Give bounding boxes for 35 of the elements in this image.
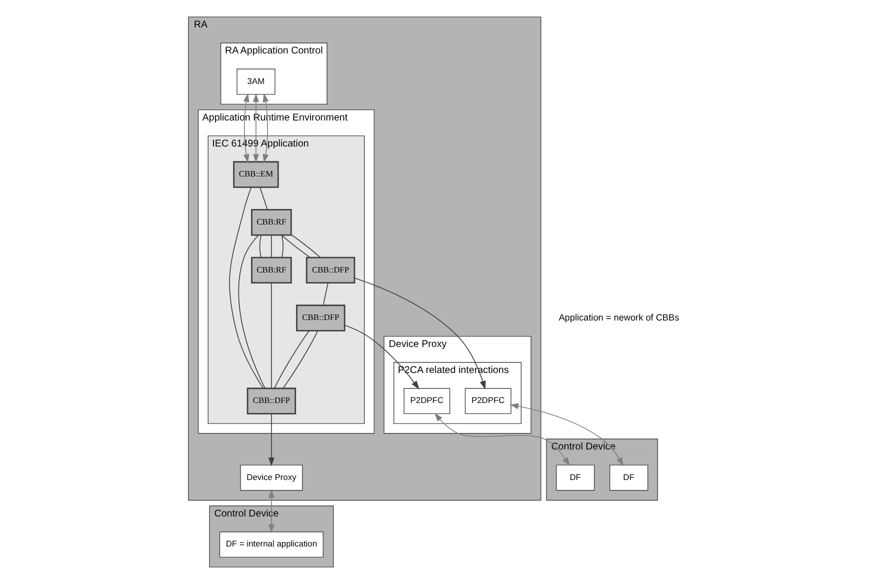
node-box: P2DPFC (464, 388, 512, 414)
node-box: 3AM (236, 68, 276, 95)
connector (281, 234, 284, 258)
node-box: CBB::EM (233, 161, 279, 188)
node-box: CBB::DFP (296, 304, 346, 332)
node-box: DF (609, 464, 648, 491)
connector (322, 282, 328, 306)
arrow (252, 93, 260, 163)
node-box: CBB::DFP (246, 388, 296, 414)
connector (238, 234, 266, 389)
connector (260, 187, 268, 210)
node-box: Device Proxy (240, 464, 303, 491)
arrow (354, 278, 486, 390)
node-box: CBB::DFP (306, 256, 356, 284)
node-box: CBB:RF (251, 256, 292, 284)
connector (229, 186, 264, 389)
connector (291, 234, 321, 258)
connector (271, 282, 272, 389)
arrow (510, 403, 624, 466)
node-box: CBB:RF (251, 209, 292, 236)
connector (281, 234, 310, 258)
arrow (434, 412, 570, 466)
arrow (268, 413, 274, 466)
node-box: P2DPFC (404, 388, 450, 414)
connector (259, 234, 262, 258)
node-box: DF (556, 464, 595, 491)
arrow (268, 489, 274, 533)
label: Application = nework of CBBs (558, 312, 680, 322)
arrow (243, 93, 250, 163)
arrow (262, 93, 269, 163)
arrow (344, 324, 420, 390)
connector (271, 234, 272, 258)
node-box: DF = internal application (219, 532, 324, 558)
connector (282, 330, 318, 389)
connector (274, 330, 310, 389)
